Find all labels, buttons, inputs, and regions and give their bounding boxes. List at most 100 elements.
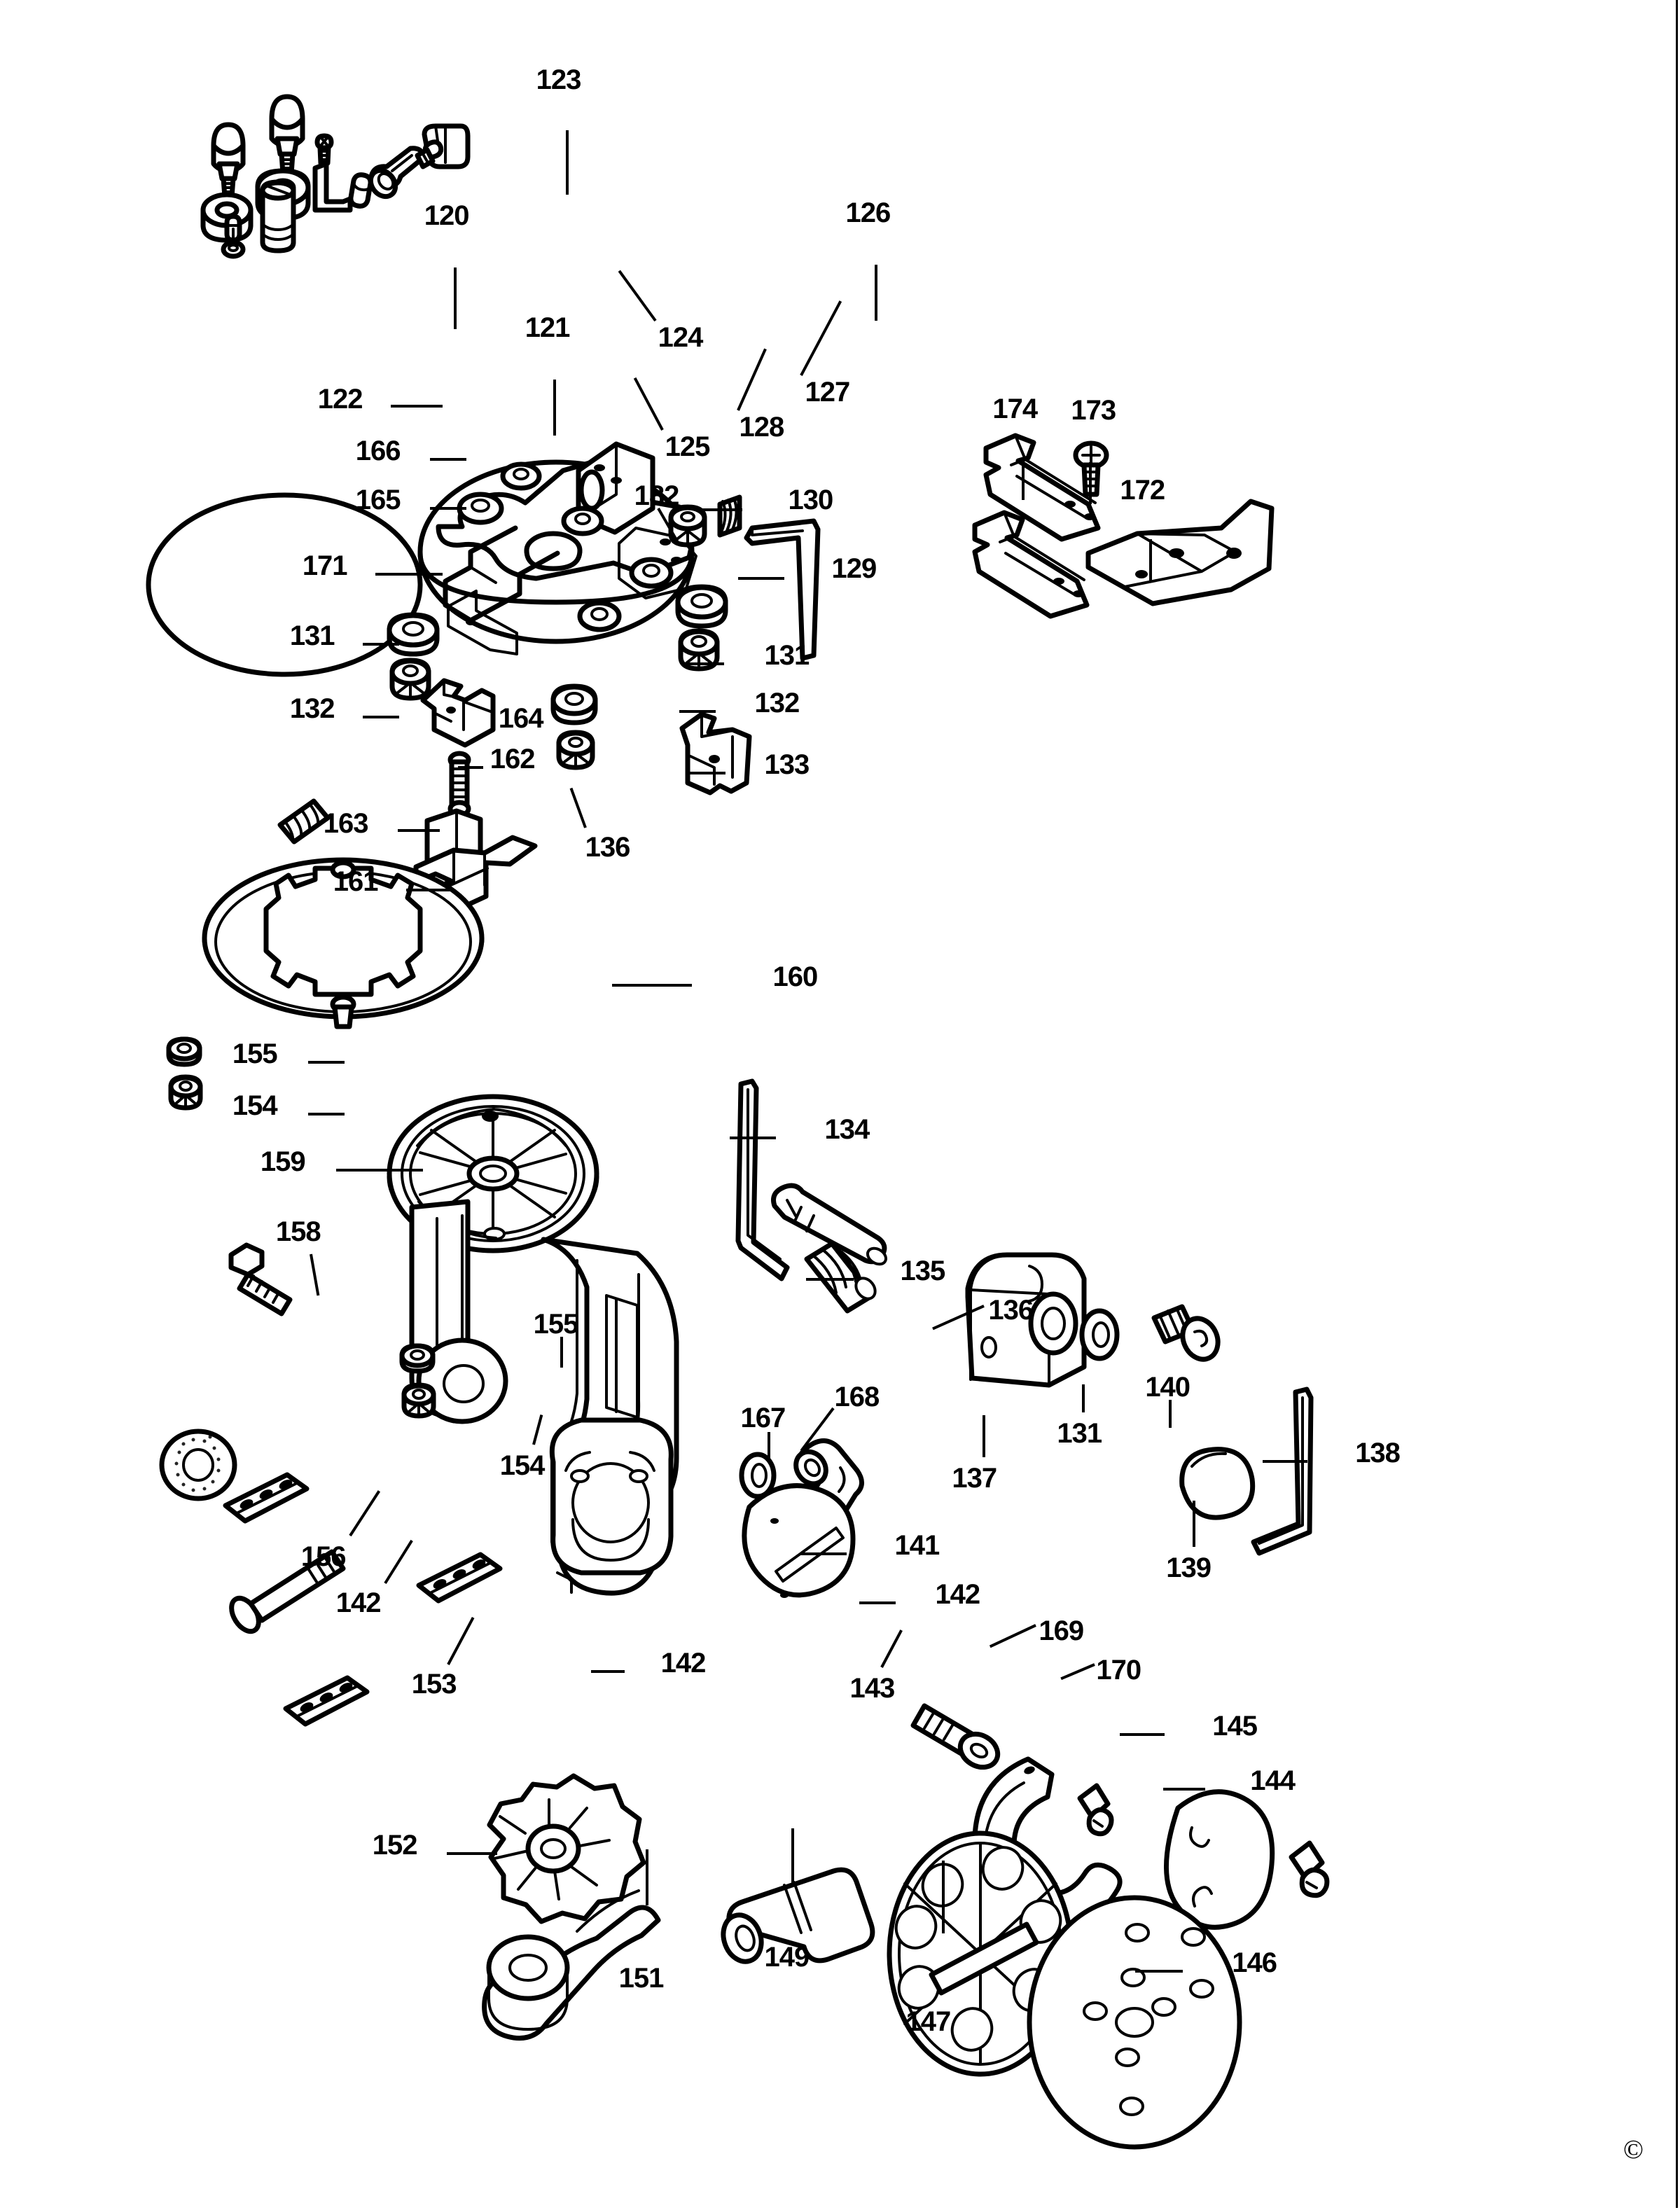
part-142-link-b (283, 1675, 370, 1727)
part-166-nut (224, 214, 242, 243)
part-132-nut-mid (556, 730, 595, 770)
part-126-lever (415, 123, 471, 169)
part-callout-142b: 142 (935, 1579, 980, 1611)
leader-line-161 (405, 889, 451, 892)
part-131-washer-right (675, 584, 728, 629)
part-131-washer-c (1079, 1308, 1120, 1361)
part-callout-126: 126 (845, 197, 891, 228)
part-136-spring-mid (804, 1241, 877, 1314)
part-169-c-clip (972, 1756, 1123, 1931)
part-165-washer (221, 239, 246, 259)
leader-line-142a (384, 1539, 413, 1585)
part-callout-163: 163 (323, 807, 369, 839)
part-171-base-plate (146, 441, 699, 677)
part-174-bracket-second (972, 510, 1090, 619)
part-callout-154b: 154 (499, 1450, 546, 1482)
part-callout-124: 124 (658, 321, 704, 353)
leader-line-131c (1082, 1384, 1085, 1413)
leader-line-122 (390, 404, 443, 408)
part-131-washer-mid (550, 683, 598, 725)
part-callout-144: 144 (1250, 1765, 1296, 1796)
part-callout-133: 133 (764, 749, 810, 780)
leader-line-146 (1135, 1969, 1183, 1973)
leader-line-182 (656, 507, 681, 545)
part-callout-182: 182 (634, 480, 680, 511)
leader-line-124 (618, 270, 657, 321)
leader-line-125 (633, 377, 664, 431)
part-154-nut-b (401, 1382, 436, 1419)
part-164-clip (420, 678, 496, 748)
part-141-cover-disc (742, 1483, 856, 1598)
part-170-screw (1077, 1783, 1114, 1837)
part-callout-171: 171 (302, 550, 348, 581)
leader-line-163 (397, 828, 440, 832)
leader-line-132b (679, 709, 716, 713)
part-callout-154a: 154 (232, 1090, 278, 1122)
part-132-nut-left (389, 658, 431, 701)
leader-line-141 (800, 1552, 847, 1556)
part-143-screw (910, 1703, 1001, 1770)
part-callout-125: 125 (665, 431, 711, 462)
part-152-star-washer (487, 1773, 646, 1924)
part-callout-145: 145 (1212, 1710, 1258, 1742)
leader-line-131a (362, 642, 399, 646)
part-162-screw (447, 751, 471, 818)
leader-line-129 (737, 576, 784, 580)
part-136-spring-upper (277, 798, 331, 845)
part-155-washer-b (399, 1343, 436, 1374)
part-156-felt-washer (159, 1429, 237, 1501)
part-callout-159: 159 (260, 1146, 306, 1178)
part-144-screw (1289, 1840, 1330, 1898)
leader-line-162 (457, 765, 483, 769)
part-callout-165: 165 (355, 484, 401, 515)
leader-line-166 (429, 457, 466, 461)
part-120-knob (211, 122, 246, 200)
part-163-block (424, 808, 483, 882)
part-callout-136b: 136 (988, 1295, 1034, 1326)
leader-line-164 (461, 700, 495, 714)
part-123-disc (255, 168, 311, 221)
part-129-hex-key (744, 518, 821, 661)
part-callout-156: 156 (300, 1541, 347, 1573)
leader-line-154b (532, 1415, 543, 1445)
part-168-elbow (793, 1438, 864, 1535)
part-callout-161: 161 (333, 866, 379, 898)
leader-line-168 (800, 1407, 835, 1452)
copyright-mark: © (1623, 2135, 1644, 2164)
part-147-spoke-wheel (887, 1830, 1074, 2077)
part-161-lever (413, 835, 538, 916)
leader-line-145 (1120, 1732, 1165, 1736)
part-callout-172: 172 (1120, 474, 1165, 506)
part-callout-155a: 155 (232, 1038, 278, 1070)
part-124-screw (314, 133, 334, 166)
part-callout-146: 146 (1232, 1947, 1277, 1978)
leader-line-143 (880, 1629, 903, 1668)
part-callout-168: 168 (834, 1382, 880, 1413)
part-callout-120: 120 (424, 200, 470, 231)
part-callout-121: 121 (525, 312, 571, 343)
part-callout-128: 128 (739, 411, 785, 443)
part-callout-173: 173 (1071, 394, 1116, 426)
leader-line-138 (1263, 1460, 1308, 1464)
part-155-washer-a (166, 1036, 202, 1067)
leader-line-159 (335, 1169, 423, 1172)
leader-line-142c (590, 1670, 625, 1673)
leader-line-144 (1163, 1787, 1206, 1791)
leader-line-140 (1169, 1400, 1172, 1429)
part-callout-164: 164 (498, 702, 544, 734)
part-131-washer-left (387, 612, 440, 657)
part-123-knob (269, 94, 305, 176)
leader-line-131b (684, 662, 724, 665)
part-158-bolt (228, 1242, 293, 1316)
part-138-hex-key (1251, 1387, 1314, 1556)
leader-line-170 (1060, 1663, 1096, 1681)
leader-line-142b (859, 1601, 896, 1605)
part-140-screw (1151, 1304, 1221, 1362)
leader-line-123 (565, 130, 569, 195)
part-callout-143: 143 (849, 1673, 895, 1704)
part-callout-142a: 142 (335, 1587, 382, 1619)
leader-line-155a (307, 1061, 345, 1064)
leader-line-158 (309, 1253, 320, 1296)
part-172-angle-bracket (1085, 499, 1275, 606)
